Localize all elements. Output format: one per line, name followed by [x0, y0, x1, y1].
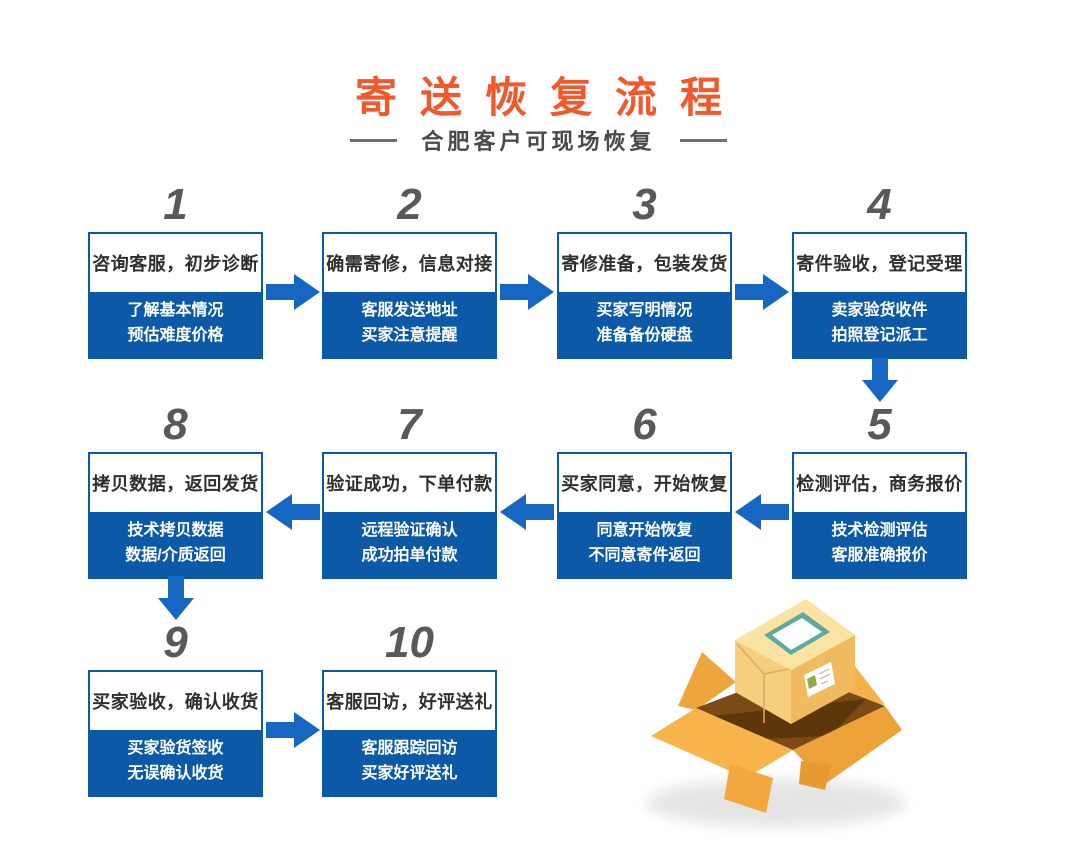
step-detail: 技术检测评估 客服准确报价 — [794, 512, 965, 577]
step-detail-line2: 数据/介质返回 — [125, 546, 226, 564]
step-3: 3 寄修准备，包装发货 买家写明情况 准备备份硬盘 — [557, 180, 732, 359]
step-5: 5 检测评估，商务报价 技术检测评估 客服准确报价 — [792, 400, 967, 579]
arrow-down-icon — [158, 576, 194, 620]
step-title: 买家同意，开始恢复 — [559, 454, 730, 512]
step-7: 7 验证成功，下单付款 远程验证确认 成功拍单付款 — [322, 400, 497, 579]
subtitle-dash-left — [350, 138, 398, 142]
step-detail: 买家写明情况 准备备份硬盘 — [559, 292, 730, 357]
step-number: 4 — [867, 180, 892, 229]
step-detail-line2: 客服准确报价 — [831, 546, 928, 564]
step-detail: 技术拷贝数据 数据/介质返回 — [90, 512, 261, 577]
step-box: 确需寄修，信息对接 客服发送地址 买家注意提醒 — [322, 232, 497, 359]
step-detail-line2: 买家注意提醒 — [361, 326, 458, 344]
arrow-left-icon — [266, 494, 320, 530]
step-detail-line1: 远程验证确认 — [361, 522, 458, 539]
step-detail-line1: 了解基本情况 — [127, 302, 224, 319]
arrow-left-icon — [500, 494, 554, 530]
step-detail-line2: 买家好评送礼 — [361, 764, 458, 782]
step-detail-line2: 预估难度价格 — [127, 326, 224, 344]
step-number: 7 — [397, 400, 422, 449]
step-detail-line1: 客服发送地址 — [361, 302, 458, 319]
step-box: 买家同意，开始恢复 同意开始恢复 不同意寄件返回 — [557, 452, 732, 579]
step-box: 买家验收，确认收货 买家验货签收 无误确认收货 — [88, 670, 263, 797]
step-6: 6 买家同意，开始恢复 同意开始恢复 不同意寄件返回 — [557, 400, 732, 579]
page-subtitle: 合肥客户可现场恢复 — [421, 129, 656, 154]
step-detail-line2: 拍照登记派工 — [831, 326, 928, 344]
step-detail-line2: 无误确认收货 — [127, 764, 224, 782]
step-box: 拷贝数据，返回发货 技术拷贝数据 数据/介质返回 — [88, 452, 263, 579]
step-9: 9 买家验收，确认收货 买家验货签收 无误确认收货 — [88, 618, 263, 797]
step-title: 拷贝数据，返回发货 — [90, 454, 261, 512]
step-detail-line1: 同意开始恢复 — [596, 522, 693, 539]
step-box: 咨询客服，初步诊断 了解基本情况 预估难度价格 — [88, 232, 263, 359]
step-detail-line1: 技术检测评估 — [831, 522, 928, 539]
step-number: 1 — [163, 180, 188, 229]
step-title: 确需寄修，信息对接 — [324, 234, 495, 292]
step-title: 寄修准备，包装发货 — [559, 234, 730, 292]
step-number: 2 — [397, 180, 422, 229]
step-number: 9 — [163, 618, 188, 667]
step-number: 8 — [163, 400, 188, 449]
step-detail-line2: 不同意寄件返回 — [588, 546, 701, 564]
step-number: 6 — [632, 400, 657, 449]
step-title: 验证成功，下单付款 — [324, 454, 495, 512]
step-title: 咨询客服，初步诊断 — [90, 234, 261, 292]
step-detail-line1: 技术拷贝数据 — [127, 522, 224, 539]
step-title: 寄件验收，登记受理 — [794, 234, 965, 292]
arrow-down-icon — [862, 358, 898, 402]
arrow-left-icon — [735, 494, 789, 530]
step-detail-line1: 买家写明情况 — [596, 302, 693, 319]
step-detail-line2: 准备备份硬盘 — [596, 326, 693, 344]
step-detail: 卖家验货收件 拍照登记派工 — [794, 292, 965, 357]
step-title: 买家验收，确认收货 — [90, 672, 261, 730]
step-detail: 了解基本情况 预估难度价格 — [90, 292, 261, 357]
step-box: 寄件验收，登记受理 卖家验货收件 拍照登记派工 — [792, 232, 967, 359]
step-box: 寄修准备，包装发货 买家写明情况 准备备份硬盘 — [557, 232, 732, 359]
package-box-illustration — [646, 599, 906, 827]
arrow-right-icon — [735, 274, 789, 310]
step-title: 客服回访，好评送礼 — [324, 672, 495, 730]
step-detail: 买家验货签收 无误确认收货 — [90, 730, 261, 795]
step-detail-line1: 买家验货签收 — [127, 740, 224, 757]
step-box: 验证成功，下单付款 远程验证确认 成功拍单付款 — [322, 452, 497, 579]
step-number: 10 — [385, 618, 434, 667]
arrow-right-icon — [500, 274, 554, 310]
step-box: 客服回访，好评送礼 客服跟踪回访 买家好评送礼 — [322, 670, 497, 797]
step-detail-line2: 成功拍单付款 — [361, 546, 458, 564]
step-number: 3 — [632, 180, 657, 229]
page-title: 寄送恢复流程 — [354, 74, 745, 121]
step-detail: 远程验证确认 成功拍单付款 — [324, 512, 495, 577]
step-title: 检测评估，商务报价 — [794, 454, 965, 512]
step-detail-line1: 卖家验货收件 — [831, 302, 928, 319]
step-10: 10 客服回访，好评送礼 客服跟踪回访 买家好评送礼 — [322, 618, 497, 797]
step-detail: 同意开始恢复 不同意寄件返回 — [559, 512, 730, 577]
arrow-right-icon — [266, 712, 320, 748]
step-4: 4 寄件验收，登记受理 卖家验货收件 拍照登记派工 — [792, 180, 967, 359]
step-detail: 客服跟踪回访 买家好评送礼 — [324, 730, 495, 795]
arrow-right-icon — [266, 274, 320, 310]
subtitle-row: 合肥客户可现场恢复 — [0, 124, 1077, 156]
step-8: 8 拷贝数据，返回发货 技术拷贝数据 数据/介质返回 — [88, 400, 263, 579]
step-detail: 客服发送地址 买家注意提醒 — [324, 292, 495, 357]
step-detail-line1: 客服跟踪回访 — [361, 740, 458, 757]
step-2: 2 确需寄修，信息对接 客服发送地址 买家注意提醒 — [322, 180, 497, 359]
subtitle-dash-right — [679, 138, 727, 142]
step-box: 检测评估，商务报价 技术检测评估 客服准确报价 — [792, 452, 967, 579]
step-1: 1 咨询客服，初步诊断 了解基本情况 预估难度价格 — [88, 180, 263, 359]
step-number: 5 — [867, 400, 892, 449]
